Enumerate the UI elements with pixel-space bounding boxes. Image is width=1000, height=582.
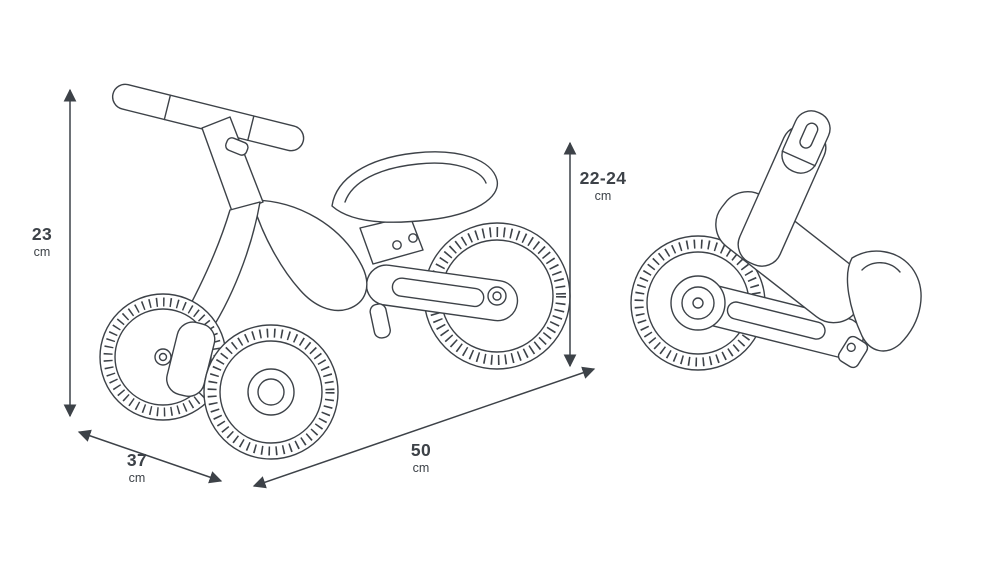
seat-bracket bbox=[359, 215, 424, 265]
fork-bottom bbox=[166, 321, 216, 398]
stem bbox=[201, 116, 264, 215]
depth-value: 37 bbox=[126, 450, 148, 470]
depth-unit: cm bbox=[128, 471, 146, 486]
length-dimension-label: 50 cm bbox=[394, 440, 448, 476]
folded-hub bbox=[670, 275, 726, 331]
height-unit: cm bbox=[33, 245, 51, 260]
frame-tab bbox=[369, 303, 391, 339]
seat bbox=[331, 151, 498, 223]
stem-clamp bbox=[224, 137, 249, 156]
rear-hub bbox=[487, 286, 507, 306]
folded-seat bbox=[846, 250, 922, 352]
front-wheel-right bbox=[203, 324, 339, 460]
depth-dimension-label: 37 cm bbox=[112, 450, 162, 486]
dimension-lines bbox=[63, 88, 596, 489]
length-dimension-line bbox=[252, 366, 596, 489]
depth-dimension-line bbox=[77, 429, 223, 484]
folded-latch bbox=[837, 335, 869, 369]
height-dimension-label: 23 cm bbox=[18, 224, 66, 260]
folded-view bbox=[630, 110, 922, 371]
main-view bbox=[99, 83, 571, 460]
length-unit: cm bbox=[412, 461, 430, 476]
length-value: 50 bbox=[410, 440, 432, 460]
seat-height-unit: cm bbox=[594, 189, 612, 204]
seat-height-dimension-label: 22-24 cm bbox=[572, 168, 634, 204]
seat-height-value: 22-24 bbox=[579, 168, 627, 188]
height-value: 23 bbox=[31, 224, 53, 244]
frame-tube bbox=[251, 199, 368, 312]
folded-grip bbox=[781, 110, 831, 174]
